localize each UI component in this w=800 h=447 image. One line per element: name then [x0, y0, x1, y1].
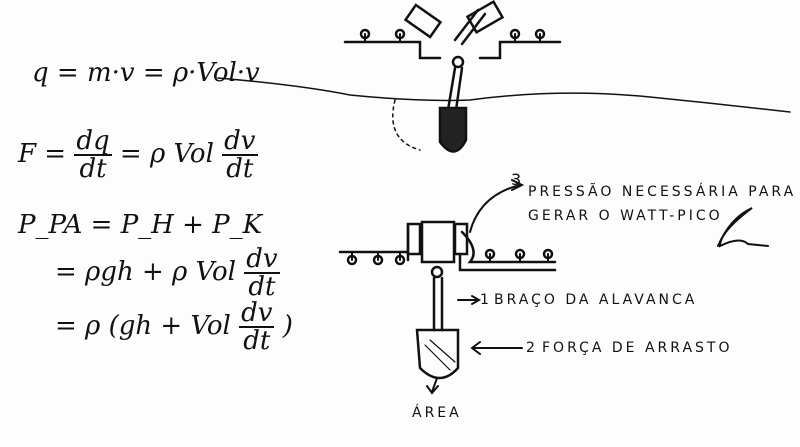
denominator: dt: [248, 272, 276, 302]
denominator: dt: [243, 326, 271, 356]
signature: [717, 207, 769, 248]
numerator: dv: [239, 298, 275, 328]
close-paren: ): [282, 311, 293, 341]
numerator: dv: [244, 244, 280, 274]
numerator: dv: [222, 126, 258, 156]
pressure-2-text: = ρgh + ρ Vol: [55, 257, 236, 287]
top-oar-sketch: [217, 0, 791, 153]
pressure-equation-1: P_PA = P_H + P_K: [18, 210, 263, 240]
area-label: ÁREA: [412, 405, 462, 421]
bottom-oar-sketch: [338, 179, 557, 395]
item3-label-line2: GERAR O WATT-PICO: [528, 208, 723, 224]
item2-label: FORÇA DE ARRASTO: [542, 340, 733, 356]
pressure-3-text: = ρ (gh + Vol: [55, 311, 231, 341]
momentum-equation: q = m·v = ρ·Vol·v: [32, 58, 260, 88]
item1-label: BRAÇO DA ALAVANCA: [494, 292, 698, 308]
force-lhs: F =: [18, 139, 67, 169]
force-mid: = ρ Vol: [119, 139, 214, 169]
item2-number: 2: [526, 340, 538, 356]
denominator: dt: [226, 154, 254, 184]
numerator: dq: [74, 126, 112, 156]
denominator: dt: [79, 154, 107, 184]
item3-number: 3: [511, 170, 525, 189]
item1-number: 1: [480, 292, 492, 308]
item3-label-line1: PRESSÃO NECESSÁRIA PARA: [528, 184, 797, 200]
